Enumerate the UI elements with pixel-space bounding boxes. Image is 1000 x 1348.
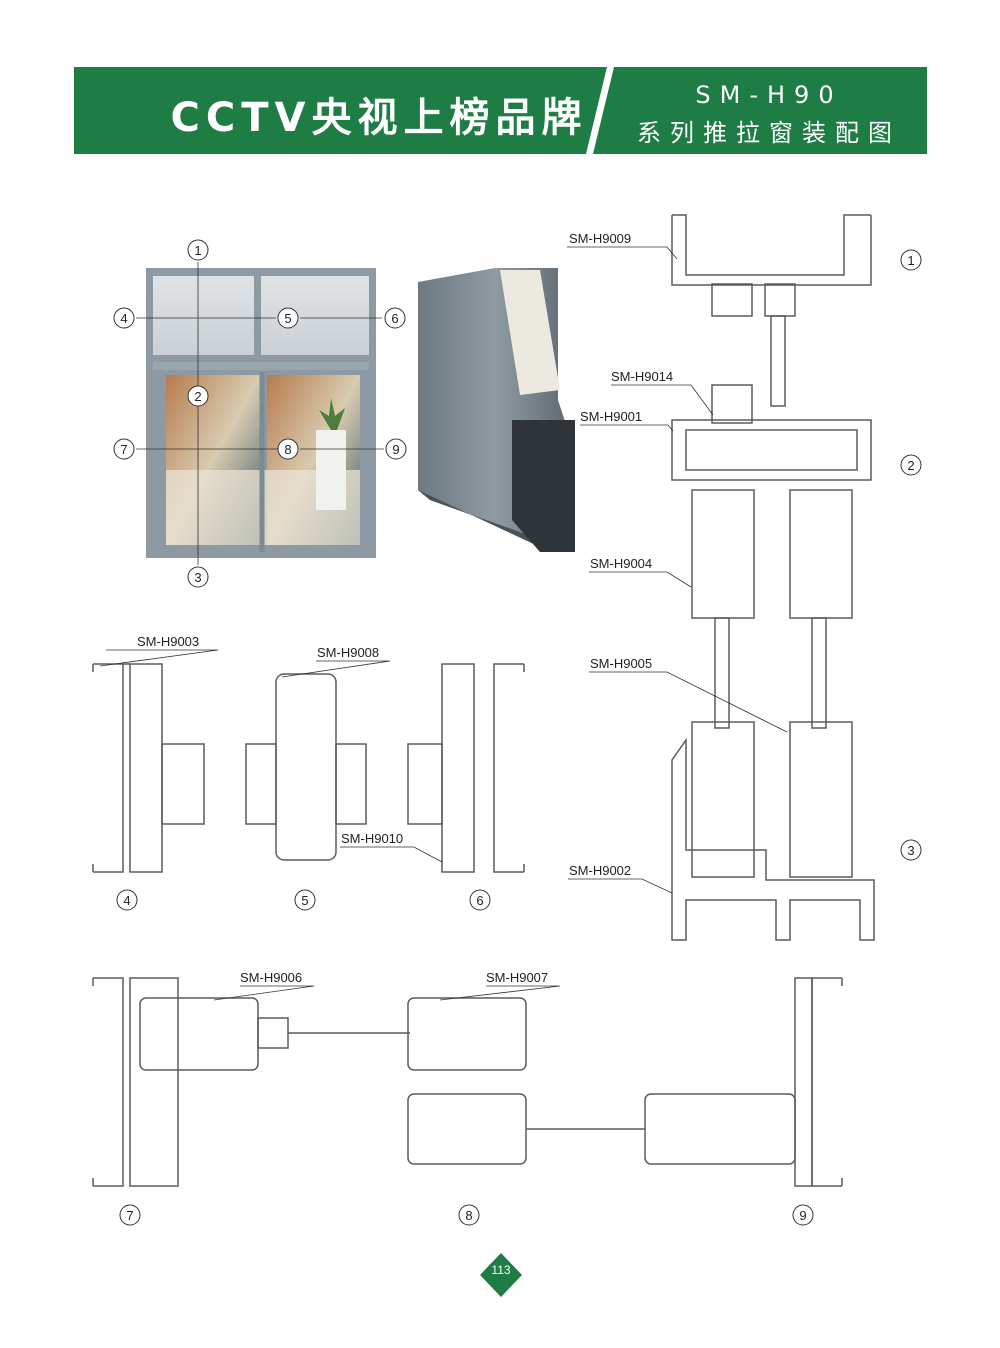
- part-label-sm-h9014: SM-H9014: [611, 369, 673, 384]
- callout-8-section: 8: [465, 1208, 472, 1223]
- brand-title: CCTV央视上榜品牌: [170, 95, 588, 141]
- callout-2-section: 2: [907, 458, 914, 473]
- part-label-sm-h9004: SM-H9004: [590, 556, 652, 571]
- series-subtitle: 系列推拉窗装配图: [637, 119, 901, 147]
- part-label-sm-h9005: SM-H9005: [590, 656, 652, 671]
- part-label-sm-h9007: SM-H9007: [486, 970, 548, 985]
- part-label-sm-h9003: SM-H9003: [137, 634, 199, 649]
- page-number: 113: [491, 1263, 511, 1277]
- callout-2-photo: 2: [194, 389, 201, 404]
- header-banner: CCTV央视上榜品牌 SM-H90 系列推拉窗装配图: [74, 67, 927, 154]
- callout-8-photo: 8: [284, 442, 291, 457]
- callout-6-photo: 6: [391, 311, 398, 326]
- part-label-sm-h9006: SM-H9006: [240, 970, 302, 985]
- callout-6-section: 6: [476, 893, 483, 908]
- leader-lines: [99, 246, 788, 1001]
- callout-9-section: 9: [799, 1208, 806, 1223]
- callout-7-photo: 7: [120, 442, 127, 457]
- callout-5-photo: 5: [284, 311, 291, 326]
- callout-1-section: 1: [907, 253, 914, 268]
- window-photo: [146, 268, 376, 558]
- callout-circles: [113, 239, 922, 1226]
- callout-7-section: 7: [126, 1208, 133, 1223]
- part-labels: SM-H9009 SM-H9014 SM-H9001 SM-H9004 SM-H…: [137, 231, 673, 985]
- callout-3-section: 3: [907, 843, 914, 858]
- banner-background: [74, 67, 927, 154]
- callout-1-photo: 1: [194, 243, 201, 258]
- callout-4-section: 4: [123, 893, 130, 908]
- profile-outlines: [92, 214, 875, 1187]
- callout-9-photo: 9: [392, 442, 399, 457]
- part-label-sm-h9002: SM-H9002: [569, 863, 631, 878]
- page-number-diamond: [480, 1253, 522, 1297]
- callout-5-section: 5: [301, 893, 308, 908]
- part-label-sm-h9008: SM-H9008: [317, 645, 379, 660]
- part-label-sm-h9009: SM-H9009: [569, 231, 631, 246]
- callout-numbers: 1 4 5 6 2 7 8 9 3 1 2 3 4 5 6 7 8 9: [120, 243, 914, 1223]
- callout-4-photo: 4: [120, 311, 127, 326]
- profile-section-photo: [418, 268, 575, 552]
- series-model: SM-H90: [695, 81, 843, 109]
- part-label-sm-h9001: SM-H9001: [580, 409, 642, 424]
- callout-3-photo: 3: [194, 570, 201, 585]
- part-label-sm-h9010: SM-H9010: [341, 831, 403, 846]
